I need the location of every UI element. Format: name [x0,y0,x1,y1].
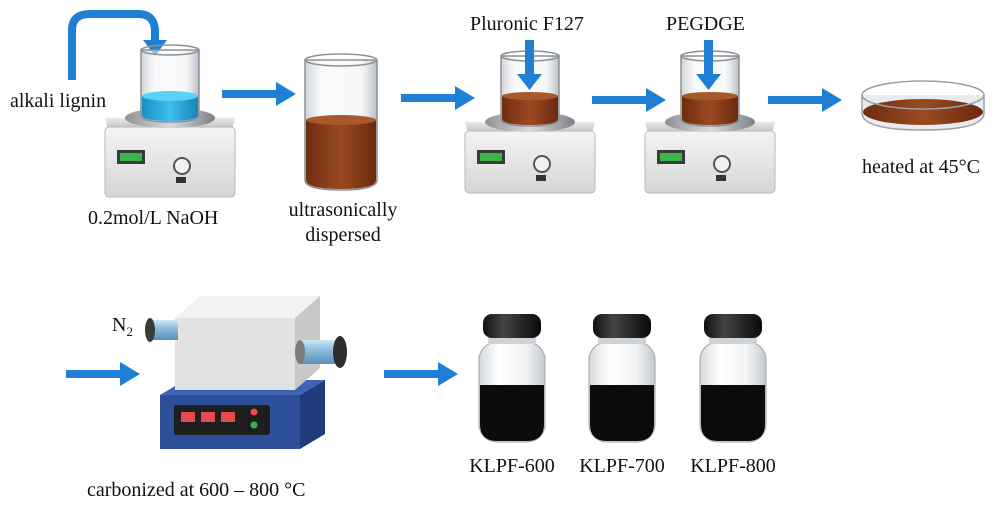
label-product-3: KLPF-800 [690,455,776,477]
curved-arrow-alkali-lignin [68,10,167,80]
label-n2-main: N [112,314,127,336]
arrow-4 [768,88,842,112]
furnace-button-3 [221,412,235,422]
furnace-button-2 [201,412,215,422]
tube-furnace [145,296,347,449]
label-pluronic: Pluronic F127 [470,13,584,35]
arrow-6 [384,362,458,386]
label-alkali-lignin: alkali lignin [10,90,107,112]
arrow-2 [401,86,475,110]
arrow-down-pluronic [517,40,542,90]
beaker-ultrasonic [304,53,378,191]
label-n2: N2 [112,314,133,340]
beaker-pegdge [680,50,740,127]
label-pegdge: PEGDGE [666,13,745,35]
label-ultrasonic-line1: ultrasonically [288,199,398,221]
arrow-down-pegdge [696,40,721,90]
label-product-2: KLPF-700 [579,455,665,477]
beaker-pluronic [500,50,560,127]
label-product-1: KLPF-600 [469,455,555,477]
label-ultrasonic-line2: dispersed [305,224,381,246]
sample-bottle-1 [478,314,546,443]
label-carbonized: carbonized at 600 – 800 °C [87,479,306,501]
label-naoh: 0.2mol/L NaOH [88,207,219,229]
beaker-1 [140,44,200,123]
sample-bottle-2 [588,314,656,443]
arrow-3 [592,88,666,112]
arrow-5 [66,362,140,386]
furnace-button-1 [181,412,195,422]
label-n2-subscript: 2 [126,324,133,339]
sample-bottle-3 [699,314,767,443]
petri-dish [861,80,985,131]
arrow-1 [222,82,296,106]
label-heated: heated at 45°C [862,156,980,178]
